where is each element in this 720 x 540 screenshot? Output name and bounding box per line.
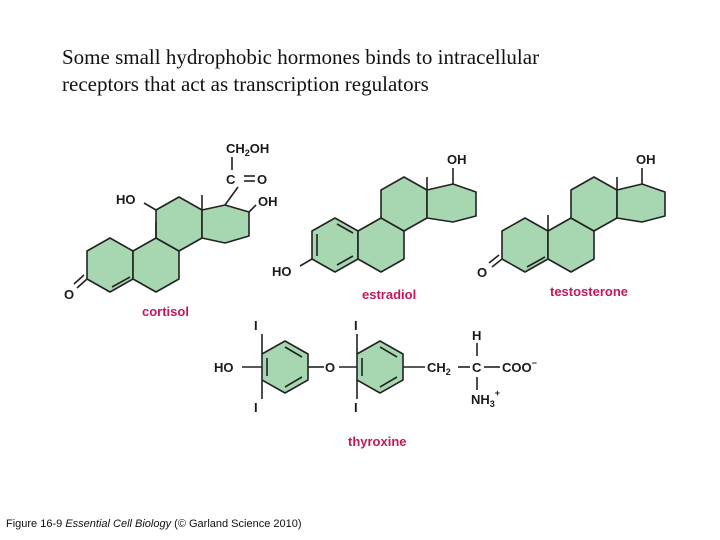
title-line-2: receptors that act as transcription regu…	[62, 72, 429, 96]
thyroxine-nh3-label: NH3+	[471, 388, 500, 409]
cortisol-ketone-o-label: O	[64, 287, 74, 302]
thyroxine-ring-1	[261, 340, 309, 394]
caption-figure-number: Figure 16-9	[6, 518, 63, 530]
testosterone-structure: OH O testosterone	[477, 152, 666, 299]
testosterone-oh-label: OH	[636, 152, 656, 167]
slide-title: Some small hydrophobic hormones binds to…	[62, 44, 662, 98]
estradiol-ring-d	[426, 183, 477, 223]
caption-publisher: (© Garland Science 2010)	[174, 518, 302, 530]
thyroxine-name: thyroxine	[348, 434, 407, 449]
caption-book-title: Essential Cell Biology	[65, 518, 172, 530]
figure-caption: Figure 16-9 Essential Cell Biology (© Ga…	[6, 518, 302, 530]
estradiol-oh-label: OH	[447, 152, 467, 167]
thyroxine-h-label: H	[472, 328, 481, 343]
testosterone-ring-d	[616, 183, 666, 223]
cortisol-ho-label: HO	[116, 192, 136, 207]
title-line-1: Some small hydrophobic hormones binds to…	[62, 45, 540, 69]
estradiol-name: estradiol	[362, 287, 416, 302]
thyroxine-iodine-3: I	[354, 318, 358, 333]
thyroxine-iodine-2: I	[254, 400, 258, 415]
cortisol-carbonyl-o-label: O	[257, 172, 267, 187]
thyroxine-structure: I I I I HO O CH2 C H COO− NH3+ thyroxine	[214, 318, 537, 449]
cortisol-structure: HO C O CH2OH OH O cortisol	[64, 141, 278, 319]
thyroxine-ho-label: HO	[214, 360, 234, 375]
cortisol-double-bond	[111, 276, 131, 288]
cortisol-oh-label: OH	[258, 194, 278, 209]
thyroxine-iodine-1: I	[254, 318, 258, 333]
cortisol-ring-a	[86, 237, 134, 293]
thyroxine-ring-2	[356, 340, 404, 394]
cortisol-ketone-bond	[76, 278, 88, 289]
thyroxine-ether-o-label: O	[325, 360, 335, 375]
testosterone-ring-a	[501, 217, 549, 273]
cortisol-ch2oh-label: CH2OH	[226, 141, 269, 158]
thyroxine-iodine-4: I	[354, 400, 358, 415]
estradiol-ring-a	[311, 217, 359, 273]
estradiol-structure: OH HO estradiol	[272, 152, 477, 302]
thyroxine-ch2-label: CH2	[427, 360, 451, 377]
testosterone-ketone-o-label: O	[477, 265, 487, 280]
cortisol-name: cortisol	[142, 304, 189, 319]
thyroxine-coo-label: COO−	[502, 358, 537, 375]
testosterone-name: testosterone	[550, 284, 628, 299]
thyroxine-alpha-c-label: C	[472, 360, 482, 375]
cortisol-ring-d	[201, 204, 250, 244]
cortisol-carbonyl-c-label: C	[226, 172, 236, 187]
estradiol-ho-label: HO	[272, 264, 292, 279]
